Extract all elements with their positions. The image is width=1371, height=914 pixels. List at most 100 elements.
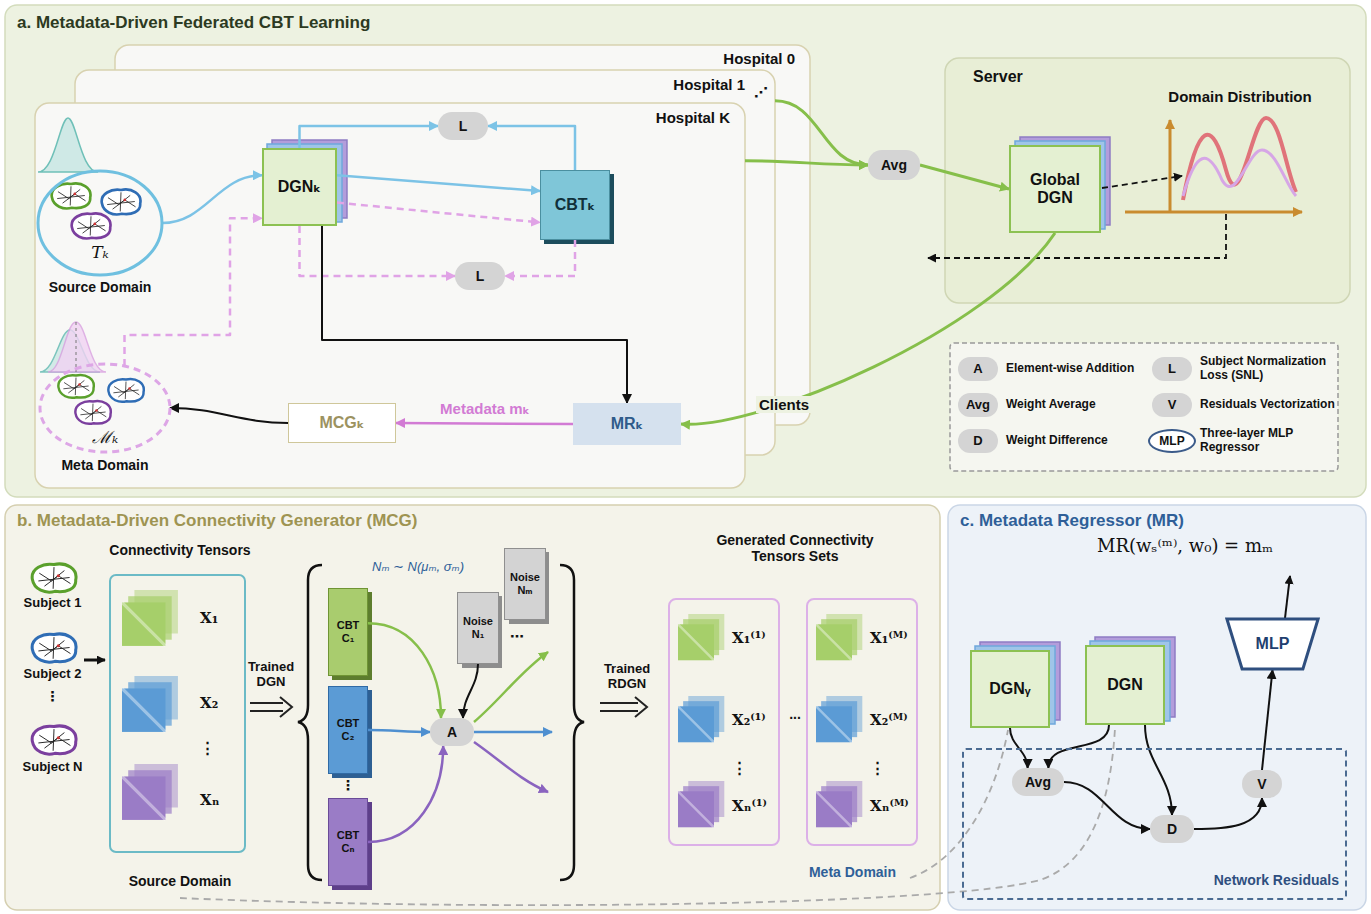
generated-set: X₁⁽¹⁾X₂⁽¹⁾⋮Xₙ⁽¹⁾ bbox=[668, 598, 780, 846]
hospital-card: Hospital KTₖSource DomainDGNₖLCBTₖLℳₖMet… bbox=[35, 103, 745, 488]
node-text: CBT bbox=[337, 717, 360, 730]
panel-ground bbox=[35, 103, 745, 488]
node-text: Source Domain bbox=[30, 279, 170, 295]
avg-pill: Avg bbox=[1012, 768, 1064, 796]
node-text: Meta Domain bbox=[35, 457, 175, 473]
legend-text: Element-wise Addition bbox=[1006, 354, 1146, 384]
legend-symbol: MLP bbox=[1148, 429, 1196, 453]
ellipsis: ... bbox=[784, 706, 806, 722]
output-arrow bbox=[1285, 576, 1290, 618]
node-text: C₂ bbox=[342, 730, 355, 743]
set-heading: Generated Connectivity Tensors Sets bbox=[690, 532, 900, 564]
noise-formula: Nₘ ∼ N(μₘ, σₘ) bbox=[372, 560, 497, 575]
connector bbox=[170, 408, 288, 423]
node-text: MCGₖ bbox=[319, 414, 364, 432]
connector bbox=[322, 226, 627, 403]
node-text: Tₖ bbox=[70, 243, 130, 263]
ellipsis: ⋯ bbox=[502, 628, 532, 644]
node-text: Network Residuals bbox=[1149, 872, 1339, 888]
node-text: X₂⁽ᴹ⁾ bbox=[870, 712, 918, 729]
legend-text: Weight Average bbox=[1006, 390, 1146, 420]
connector bbox=[1145, 725, 1172, 815]
node-text: Avg bbox=[881, 157, 907, 173]
node-text: Nₘ bbox=[517, 584, 532, 597]
dashed-leaders bbox=[180, 728, 1115, 905]
connector bbox=[745, 161, 868, 165]
dgn-box: DGN bbox=[1085, 645, 1165, 725]
regressor-box: MRₖ bbox=[573, 403, 681, 445]
node-text: Xₙ bbox=[200, 792, 245, 809]
connector bbox=[488, 126, 575, 170]
ellipse-outline bbox=[40, 364, 170, 452]
node-text: CBTₖ bbox=[555, 196, 596, 214]
connector bbox=[1064, 782, 1150, 829]
cbt-card: CBTC₂ bbox=[328, 686, 368, 774]
step-label: Trained RDGN bbox=[592, 662, 662, 692]
connector bbox=[368, 746, 443, 842]
legend-symbol: Avg bbox=[958, 393, 998, 417]
add-pill: A bbox=[430, 718, 474, 746]
avg-pill: Avg bbox=[868, 150, 920, 180]
ellipsis: ⋰ bbox=[752, 84, 770, 100]
cbt-card: CBTC₁ bbox=[328, 588, 368, 676]
domain-distribution-plot bbox=[928, 118, 1302, 258]
connector bbox=[1262, 670, 1273, 770]
connector-label: Clients bbox=[756, 396, 812, 413]
node-text: DGNᵧ bbox=[989, 680, 1030, 698]
loss-pill: L bbox=[438, 112, 488, 140]
node-text: Noise bbox=[463, 615, 493, 628]
subject-name: Subject N bbox=[10, 760, 95, 775]
node-text: N₁ bbox=[472, 628, 485, 641]
connector bbox=[368, 623, 441, 718]
node-text: Xₙ⁽ᴹ⁾ bbox=[870, 798, 918, 815]
hospital-card: Hospital 1 bbox=[75, 70, 775, 455]
panel-ground bbox=[945, 58, 1350, 303]
node-text: c. Metadata Regressor (MR) bbox=[960, 511, 1360, 531]
connector bbox=[300, 126, 439, 148]
legend-text: Three-layer MLP Regressor bbox=[1200, 426, 1335, 456]
node-text: L bbox=[476, 268, 485, 284]
connector bbox=[368, 730, 430, 732]
cbt-card: CBTCₙ bbox=[328, 798, 368, 886]
node-text: MLP bbox=[1256, 635, 1290, 653]
connector bbox=[396, 423, 573, 424]
panel-ground bbox=[5, 5, 1366, 497]
vectorize-pill: V bbox=[1242, 770, 1282, 798]
connector bbox=[681, 233, 1055, 424]
node-text: Hospital 0 bbox=[570, 50, 795, 67]
node-text: Hospital 1 bbox=[520, 76, 745, 93]
trapezoid-outline bbox=[1227, 619, 1318, 669]
node-text: Server bbox=[973, 68, 1093, 86]
node-text: Connectivity Tensors bbox=[100, 542, 260, 558]
domain-label: Meta Domain bbox=[790, 864, 915, 880]
node-text: a. Metadata-Driven Federated CBT Learnin… bbox=[17, 13, 717, 33]
node-text: Avg bbox=[1025, 774, 1051, 790]
connector bbox=[920, 165, 1009, 189]
legend-symbol: V bbox=[1152, 393, 1192, 417]
node-text: D bbox=[1167, 821, 1177, 837]
connector bbox=[1048, 725, 1109, 768]
cbt-box: CBTₖ bbox=[540, 170, 610, 240]
node-text: V bbox=[1257, 776, 1266, 792]
panel-ground bbox=[5, 505, 940, 910]
connector bbox=[463, 664, 478, 718]
legend-text: Subject Normalization Loss (SNL) bbox=[1200, 354, 1335, 384]
node-text: Source Domain bbox=[100, 873, 260, 889]
node-text: MRₖ bbox=[611, 415, 644, 433]
dgn-box: DGNᵧ bbox=[970, 650, 1050, 728]
dgn-box: DGNₖ bbox=[262, 148, 337, 226]
legend-symbol: L bbox=[1152, 357, 1192, 381]
connector bbox=[505, 240, 575, 276]
tensor-stacks bbox=[122, 590, 862, 827]
node-text: X₂⁽¹⁾ bbox=[732, 712, 780, 729]
plot-title: Domain Distribution bbox=[1140, 88, 1340, 105]
connector bbox=[775, 101, 868, 165]
node-text: DGNₖ bbox=[278, 178, 321, 196]
node-text: ⋮ bbox=[870, 760, 918, 777]
formula: MR(wₛ⁽ᵐ⁾, w₀) = mₘ bbox=[1025, 536, 1345, 557]
subject-name: Subject 1 bbox=[10, 596, 95, 611]
panel: c. Metadata Regressor (MR) DGNᵧ DGN MLP Netw… bbox=[948, 505, 1366, 910]
global-dgn-box: Global DGN bbox=[1009, 145, 1101, 233]
